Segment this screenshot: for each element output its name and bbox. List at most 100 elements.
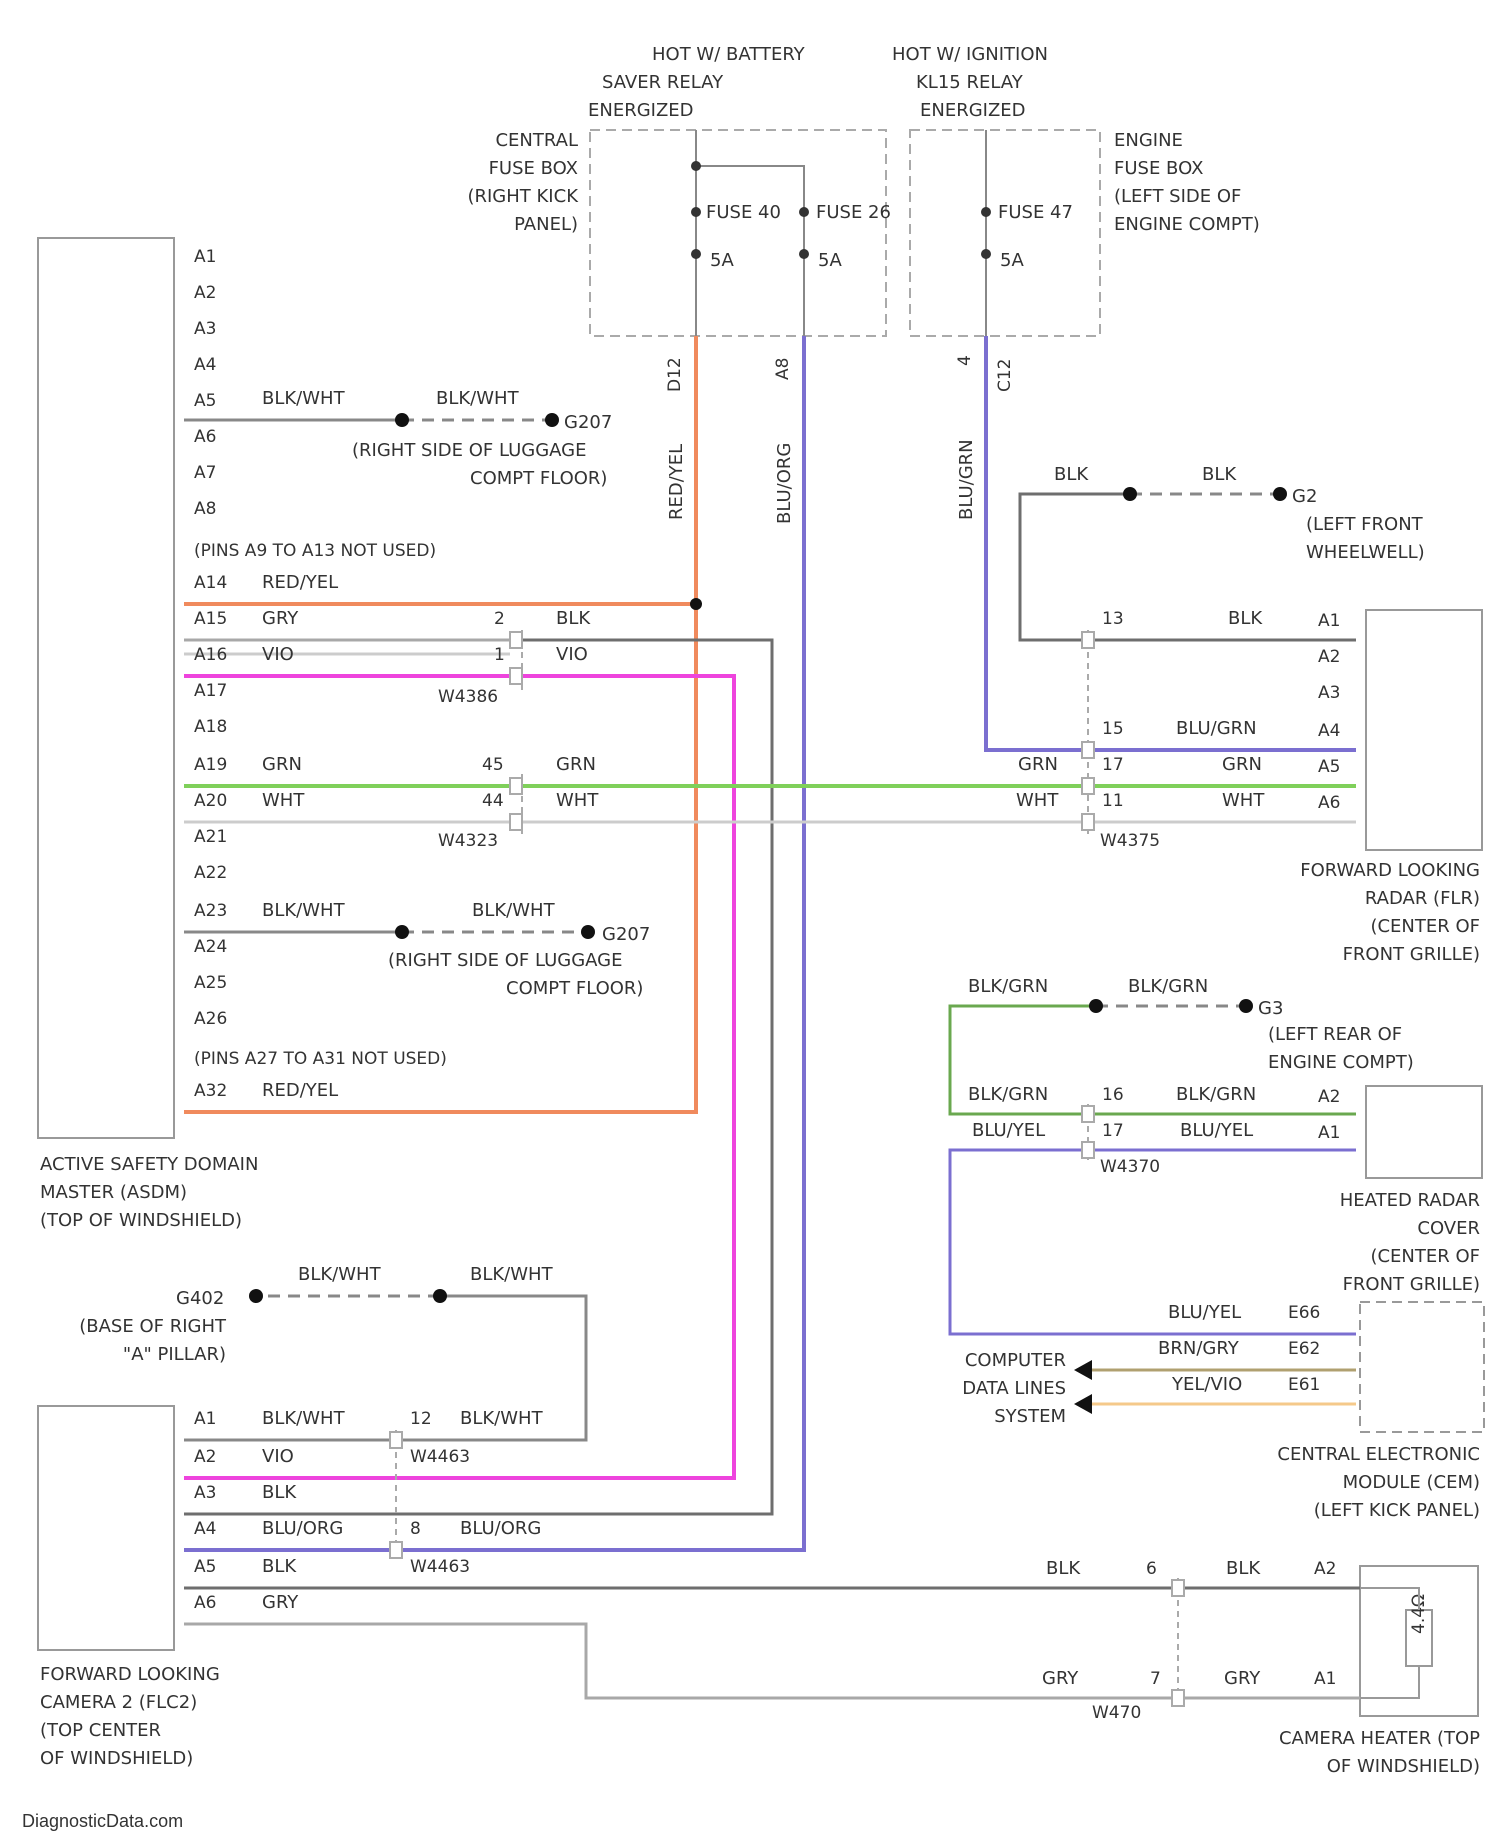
asdm-pin-a14: A14 [194, 573, 227, 593]
fuse47-dot [981, 207, 991, 217]
battery-relay-line1: HOT W/ BATTERY [652, 44, 806, 65]
g402-label: G402 [176, 1288, 224, 1309]
connector-markers [390, 632, 1184, 1706]
flc-pin-a4: A4 [194, 1519, 216, 1539]
flr-pin-a3: A3 [1318, 683, 1340, 703]
conn-marker-12 [390, 1432, 402, 1448]
g207-loc-a23-line2: COMPT FLOOR) [506, 978, 643, 999]
label-cover-a1-blu-yel-right: BLU/YEL [1180, 1120, 1253, 1141]
flc-name-line4: OF WINDSHIELD) [40, 1748, 193, 1769]
red-yel-junction [690, 598, 702, 610]
data-lines-line1: COMPUTER [965, 1350, 1066, 1371]
asdm-pin-a18: A18 [194, 717, 227, 737]
heater-pin-a2: A2 [1314, 1559, 1336, 1579]
conn-marker-15 [1082, 742, 1094, 758]
label-cover-a2-blk-grn-right: BLK/GRN [1176, 1084, 1256, 1105]
conn-45: 45 [482, 755, 504, 775]
label-a19-grn: GRN [262, 754, 302, 775]
central-fuse-box-line1: CENTRAL [495, 130, 578, 151]
watermark: DiagnosticData.com [22, 1811, 183, 1832]
fuse26-dot [799, 207, 809, 217]
splice-g402 [433, 1289, 447, 1303]
g2-loc-line1: (LEFT FRONT [1306, 514, 1424, 535]
cem-pin-e61: E61 [1288, 1375, 1320, 1395]
conn-marker-16 [1082, 1106, 1094, 1122]
conn-w4386: W4386 [438, 687, 498, 707]
asdm-pin-a22: A22 [194, 863, 227, 883]
heater-name-line1: CAMERA HEATER (TOP [1279, 1728, 1480, 1749]
g2-ground [1273, 487, 1287, 501]
cavity-c12: C12 [995, 358, 1015, 392]
asdm-pin-a26: A26 [194, 1009, 227, 1029]
label-flc-a4-blu-org-right: BLU/ORG [460, 1518, 541, 1539]
battery-relay-line2: SAVER RELAY [602, 72, 724, 93]
cem-name-line3: (LEFT KICK PANEL) [1314, 1500, 1480, 1521]
label-g2-blk-1: BLK [1054, 464, 1089, 485]
conn-11: 11 [1102, 791, 1124, 811]
asdm-pin-a17: A17 [194, 681, 227, 701]
conn-w4370: W4370 [1100, 1157, 1160, 1177]
engine-fuse-box-line1: ENGINE [1114, 130, 1183, 151]
splice-a23 [395, 925, 409, 939]
g3-label: G3 [1258, 998, 1283, 1019]
label-heater-gry-right: GRY [1224, 1668, 1261, 1689]
cover-name-line3: (CENTER OF [1370, 1246, 1480, 1267]
cover-pin-a1: A1 [1318, 1123, 1340, 1143]
label-cover-a2-blk-grn-left: BLK/GRN [968, 1084, 1048, 1105]
label-flr-grn-right: GRN [1222, 754, 1262, 775]
cem-module-box [1360, 1302, 1484, 1432]
splice-g2 [1123, 487, 1137, 501]
heater-internal-bot [1360, 1666, 1419, 1698]
asdm-pin-a21: A21 [194, 827, 227, 847]
label-flc-a2-vio: VIO [262, 1446, 294, 1467]
conn-marker-8 [390, 1542, 402, 1558]
conn-marker-45 [510, 778, 522, 794]
conn-marker-2 [510, 632, 522, 648]
label-flc-a6-gry: GRY [262, 1592, 299, 1613]
conn-marker-44 [510, 814, 522, 830]
asdm-pin-a5: A5 [194, 391, 216, 411]
asdm-pin-a25: A25 [194, 973, 227, 993]
label-flc-a1-blk-wht: BLK/WHT [262, 1408, 346, 1429]
conn-15: 15 [1102, 719, 1124, 739]
asdm-pin-a7: A7 [194, 463, 216, 483]
data-line-arrow-1 [1074, 1360, 1092, 1380]
asdm-pin-a8: A8 [194, 499, 216, 519]
label-cem-yel-vio: YEL/VIO [1171, 1374, 1242, 1395]
asdm-pin-a32: A32 [194, 1081, 227, 1101]
fuse-47-amp: 5A [1000, 250, 1024, 271]
asdm-name-line3: (TOP OF WINDSHIELD) [40, 1210, 242, 1231]
g3-ground [1239, 999, 1253, 1013]
conn-44: 44 [482, 791, 504, 811]
ignition-relay-line1: HOT W/ IGNITION [892, 44, 1048, 65]
label-flr-wht-right: WHT [1222, 790, 1265, 811]
flr-pin-a1: A1 [1318, 611, 1340, 631]
label-conn2-blk: BLK [556, 608, 591, 629]
asdm-module-box [38, 238, 174, 1138]
heater-name-line2: OF WINDSHIELD) [1327, 1756, 1480, 1777]
data-lines-line2: DATA LINES [962, 1378, 1066, 1399]
central-fuse-box-outline [590, 130, 886, 336]
asdm-pin-a1: A1 [194, 247, 216, 267]
asdm-pin-a23: A23 [194, 901, 227, 921]
label-g3-blk-grn-2: BLK/GRN [1128, 976, 1208, 997]
fuse-junction-dot [691, 161, 701, 171]
flc-pin-a5: A5 [194, 1557, 216, 1577]
conn-12: 12 [410, 1409, 432, 1429]
g402-ground [249, 1289, 263, 1303]
engine-fuse-box-line2: FUSE BOX [1114, 158, 1203, 179]
g3-loc-line1: (LEFT REAR OF [1268, 1024, 1402, 1045]
engine-fuse-box-outline [910, 130, 1100, 336]
wire-blu-org [184, 336, 804, 1550]
flr-name-line4: FRONT GRILLE) [1343, 944, 1480, 965]
g402-loc-line2: "A" PILLAR) [123, 1344, 226, 1365]
conn-13: 13 [1102, 609, 1124, 629]
asdm-pin-a2: A2 [194, 283, 216, 303]
label-flr-grn-left: GRN [1018, 754, 1058, 775]
label-g3-blk-grn-1: BLK/GRN [968, 976, 1048, 997]
label-conn45-grn: GRN [556, 754, 596, 775]
g402-loc-line1: (BASE OF RIGHT [79, 1316, 227, 1337]
cem-pin-e62: E62 [1288, 1339, 1320, 1359]
central-fuse-box-line3: (RIGHT KICK [467, 186, 579, 207]
cem-pin-e66: E66 [1288, 1303, 1320, 1323]
